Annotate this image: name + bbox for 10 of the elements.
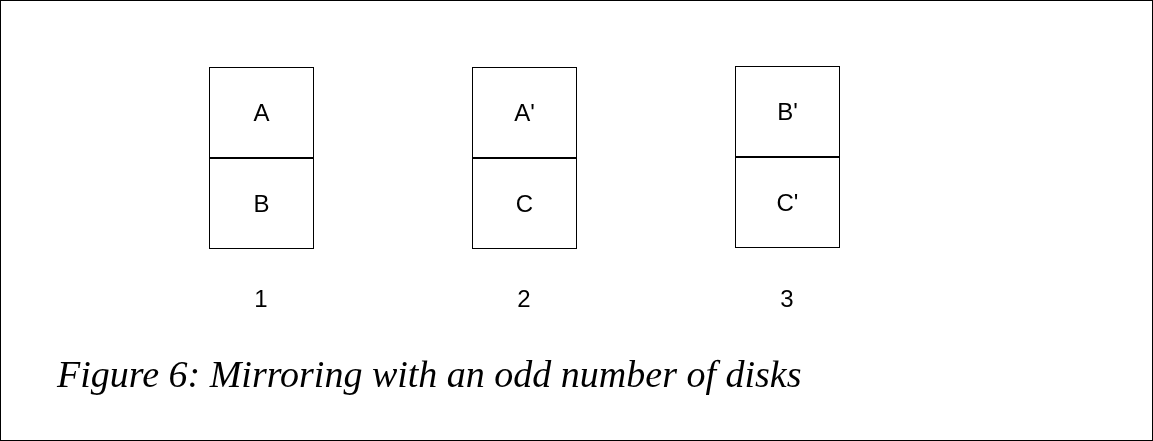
- disk-block: A': [472, 67, 577, 158]
- disk-block: A: [209, 67, 314, 158]
- disk-block: B': [735, 66, 840, 157]
- disk-block: C': [735, 157, 840, 248]
- disk-block: C: [472, 158, 577, 249]
- disk-number: 1: [253, 285, 269, 313]
- disk-number: 2: [516, 285, 532, 313]
- figure-caption: Figure 6: Mirroring with an odd number of disks: [57, 352, 802, 396]
- disk-block: B: [209, 158, 314, 249]
- disk-number: 3: [779, 285, 795, 313]
